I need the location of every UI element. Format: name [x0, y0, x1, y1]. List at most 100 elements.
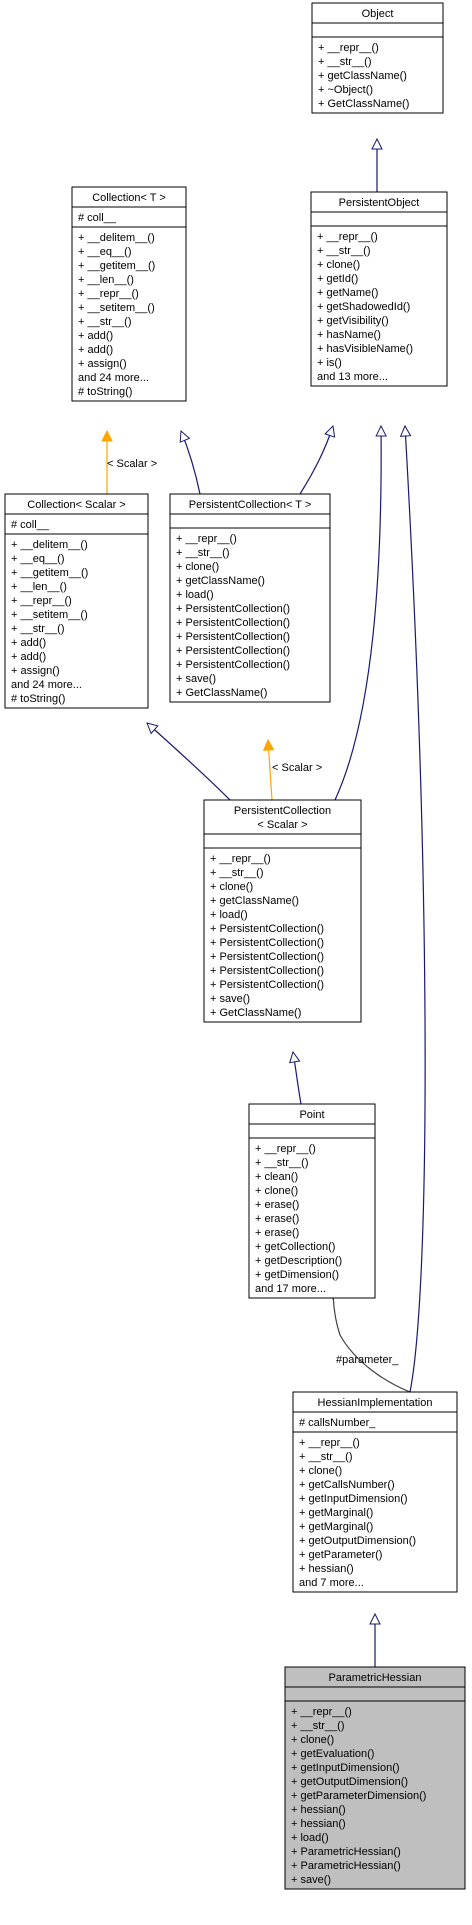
- class-method: + getMarginal(): [299, 1507, 373, 1519]
- class-method: and 7 more...: [299, 1577, 364, 1589]
- class-method: + ~Object(): [318, 84, 373, 96]
- edge-label-scalar-2: < Scalar >: [272, 762, 322, 774]
- class-node-hessian-implementation[interactable]: HessianImplementation # callsNumber_ + __r…: [292, 1391, 458, 1593]
- class-method: + getParameter(): [299, 1549, 382, 1561]
- class-method: + __repr__(): [317, 231, 378, 243]
- class-method: + erase(): [255, 1213, 299, 1225]
- class-method: + hessian(): [291, 1818, 346, 1830]
- class-method: + assign(): [78, 358, 127, 370]
- class-method: + PersistentCollection(): [210, 923, 324, 935]
- class-method: + getInputDimension(): [291, 1762, 400, 1774]
- class-method: + PersistentCollection(): [210, 951, 324, 963]
- class-title: HessianImplementation: [318, 1397, 433, 1409]
- class-node-collection-scalar[interactable]: Collection< Scalar > # coll__ + __delitem_…: [4, 493, 149, 709]
- edge-pcolt-to-collectiont: [181, 431, 201, 495]
- class-method: + __str__(): [210, 867, 264, 879]
- class-method: + PersistentCollection(): [176, 617, 290, 629]
- class-attribute: # coll__: [11, 519, 50, 531]
- class-method: + load(): [210, 909, 248, 921]
- class-method: + hessian(): [299, 1563, 354, 1575]
- class-method: # toString(): [78, 386, 132, 398]
- class-method: + save(): [291, 1874, 331, 1886]
- class-method: + hessian(): [291, 1804, 346, 1816]
- class-method: and 17 more...: [255, 1283, 326, 1295]
- class-method: + clone(): [255, 1185, 298, 1197]
- class-method: + ParametricHessian(): [291, 1860, 401, 1872]
- class-node-collection-t[interactable]: Collection< T ># coll__+ __delitem__()+ …: [71, 186, 187, 402]
- class-method: + is(): [317, 357, 342, 369]
- class-node-persistent-collection-scalar[interactable]: PersistentCollection< Scalar >+ __repr__…: [203, 799, 362, 1023]
- class-method: + getOutputDimension(): [299, 1535, 416, 1547]
- class-method: + hasName(): [317, 329, 381, 341]
- class-method: + add(): [78, 344, 113, 356]
- class-box: [71, 186, 187, 402]
- class-method: + __str__(): [291, 1720, 345, 1732]
- class-method: + getClassName(): [318, 70, 407, 82]
- class-method: + getId(): [317, 273, 358, 285]
- class-method: + getCallsNumber(): [299, 1479, 395, 1491]
- class-box: [203, 799, 362, 1023]
- class-method: + clone(): [210, 881, 253, 893]
- class-method: + getOutputDimension(): [291, 1776, 408, 1788]
- class-method: + __len__(): [78, 274, 134, 286]
- class-title: Object: [362, 8, 394, 20]
- class-box: [311, 2, 444, 114]
- edge-point-to-pcolscalar: [293, 1052, 302, 1105]
- class-title: PersistentObject: [339, 197, 420, 209]
- class-method: + GetClassName(): [176, 687, 267, 699]
- class-node-persistent-object[interactable]: PersistentObject+ __repr__()+ __str__()+…: [310, 191, 448, 387]
- class-method: + __eq__(): [78, 246, 132, 258]
- class-method: + PersistentCollection(): [176, 631, 290, 643]
- class-box: [292, 1391, 458, 1593]
- class-method: + __str__(): [299, 1451, 353, 1463]
- class-method: + __repr__(): [299, 1437, 360, 1449]
- class-method: and 24 more...: [11, 679, 82, 691]
- class-node-point[interactable]: Point+ __repr__()+ __str__()+ clean()+ c…: [248, 1103, 376, 1299]
- class-method: + __str__(): [11, 623, 65, 635]
- class-attribute: # callsNumber_: [299, 1417, 376, 1429]
- class-box: [4, 493, 149, 709]
- class-method: + clone(): [317, 259, 360, 271]
- class-method: + getEvaluation(): [291, 1748, 374, 1760]
- class-title: Collection< T >: [92, 192, 166, 204]
- edge-label-scalar-1: < Scalar >: [107, 458, 157, 470]
- class-title: Point: [299, 1109, 324, 1121]
- class-method: + getVisibility(): [317, 315, 389, 327]
- class-method: + __delitem__(): [11, 539, 88, 551]
- class-method: + __setitem__(): [78, 302, 155, 314]
- class-method: + __repr__(): [11, 595, 72, 607]
- class-node-parametric-hessian[interactable]: ParametricHessian+ __repr__()+ __str__()…: [284, 1666, 466, 1890]
- class-method: + __str__(): [318, 56, 372, 68]
- class-method: + PersistentCollection(): [176, 603, 290, 615]
- class-nodes: Object + __repr__() + __str__() + getClassN…: [4, 2, 466, 1890]
- class-title: ParametricHessian: [329, 1672, 422, 1684]
- class-title: PersistentCollection< T >: [189, 499, 312, 511]
- class-method: + __repr__(): [176, 533, 237, 545]
- class-method: + __repr__(): [210, 853, 271, 865]
- class-method: + save(): [176, 673, 216, 685]
- class-title: Collection< Scalar >: [27, 499, 125, 511]
- class-node-persistent-collection-t[interactable]: PersistentCollection< T >+ __repr__()+ _…: [169, 493, 331, 703]
- class-title: < Scalar >: [257, 819, 307, 831]
- edge-pcolscalar-to-pcolt: [268, 740, 272, 801]
- class-method: + getShadowedId(): [317, 301, 410, 313]
- class-method: + PersistentCollection(): [176, 659, 290, 671]
- class-method: + load(): [291, 1832, 329, 1844]
- class-method: + clone(): [299, 1465, 342, 1477]
- class-method: + __repr__(): [318, 42, 379, 54]
- class-method: and 24 more...: [78, 372, 149, 384]
- class-method: + getDescription(): [255, 1255, 342, 1267]
- class-method: + GetClassName(): [210, 1007, 301, 1019]
- class-method: + __getitem__(): [78, 260, 155, 272]
- class-node-object[interactable]: Object + __repr__() + __str__() + getClassN…: [311, 2, 444, 114]
- class-method: + clone(): [291, 1734, 334, 1746]
- edge-hessianimpl-to-persistentobject: [405, 426, 426, 1393]
- edge-hessianimpl-param-point: [328, 1286, 411, 1393]
- edge-pcolscalar-to-collectionscalar: [147, 723, 231, 801]
- class-method: + ParametricHessian(): [291, 1846, 401, 1858]
- class-method: + PersistentCollection(): [210, 937, 324, 949]
- class-method: + __delitem__(): [78, 232, 155, 244]
- class-method: + PersistentCollection(): [210, 979, 324, 991]
- class-method: + PersistentCollection(): [176, 645, 290, 657]
- class-method: + getDimension(): [255, 1269, 339, 1281]
